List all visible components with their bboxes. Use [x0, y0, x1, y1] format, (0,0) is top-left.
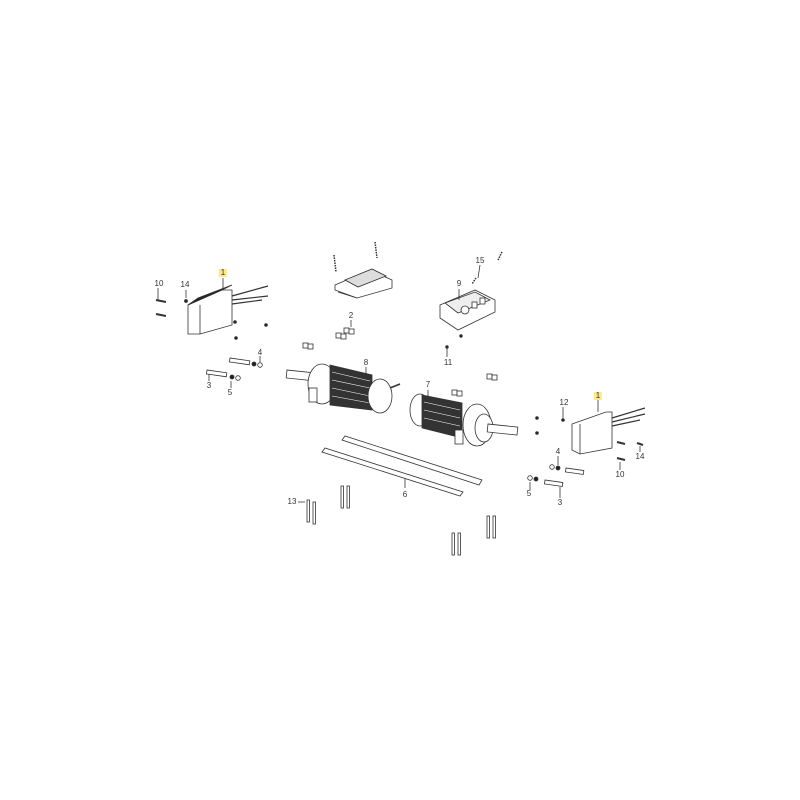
screws-left-10-14 — [155, 288, 268, 340]
callout-part-1-left[interactable]: 1 — [218, 268, 228, 277]
callout-part-12: 12 — [559, 398, 569, 407]
callout-part-2: 2 — [348, 311, 354, 320]
callout-part-11: 11 — [443, 358, 453, 367]
callout-part-8: 8 — [363, 358, 369, 367]
callout-part-5-left: 5 — [227, 388, 233, 397]
callout-part-14-right: 14 — [635, 452, 645, 461]
bolts-left-3-4-5 — [205, 356, 263, 388]
bolts-right-3-4-5 — [527, 456, 585, 498]
long-bolts-13 — [298, 485, 496, 556]
nut-2 — [343, 320, 355, 335]
callout-part-1-right[interactable]: 1 — [593, 391, 603, 400]
callout-part-7: 7 — [425, 380, 431, 389]
callout-part-15: 15 — [475, 256, 485, 265]
callout-part-13: 13 — [287, 497, 297, 506]
callout-part-10-left: 10 — [154, 279, 164, 288]
motor-gearbox-8 — [285, 332, 401, 414]
callout-part-14-left: 14 — [180, 280, 190, 289]
callout-part-3-right: 3 — [557, 498, 563, 507]
controller-right — [535, 400, 646, 470]
callout-part-5-right: 5 — [526, 489, 532, 498]
controller-board-top-left — [333, 241, 393, 299]
axle-rods-6 — [321, 435, 483, 497]
callout-part-4-left: 4 — [257, 348, 263, 357]
callout-part-3-left: 3 — [206, 381, 212, 390]
callout-part-9: 9 — [456, 279, 462, 288]
callout-part-10-right: 10 — [615, 470, 625, 479]
motor-gearbox-7 — [409, 373, 519, 447]
callout-part-6: 6 — [402, 490, 408, 499]
controller-left — [187, 278, 269, 335]
controller-board-9 — [439, 251, 503, 357]
callout-part-4-right: 4 — [555, 447, 561, 456]
